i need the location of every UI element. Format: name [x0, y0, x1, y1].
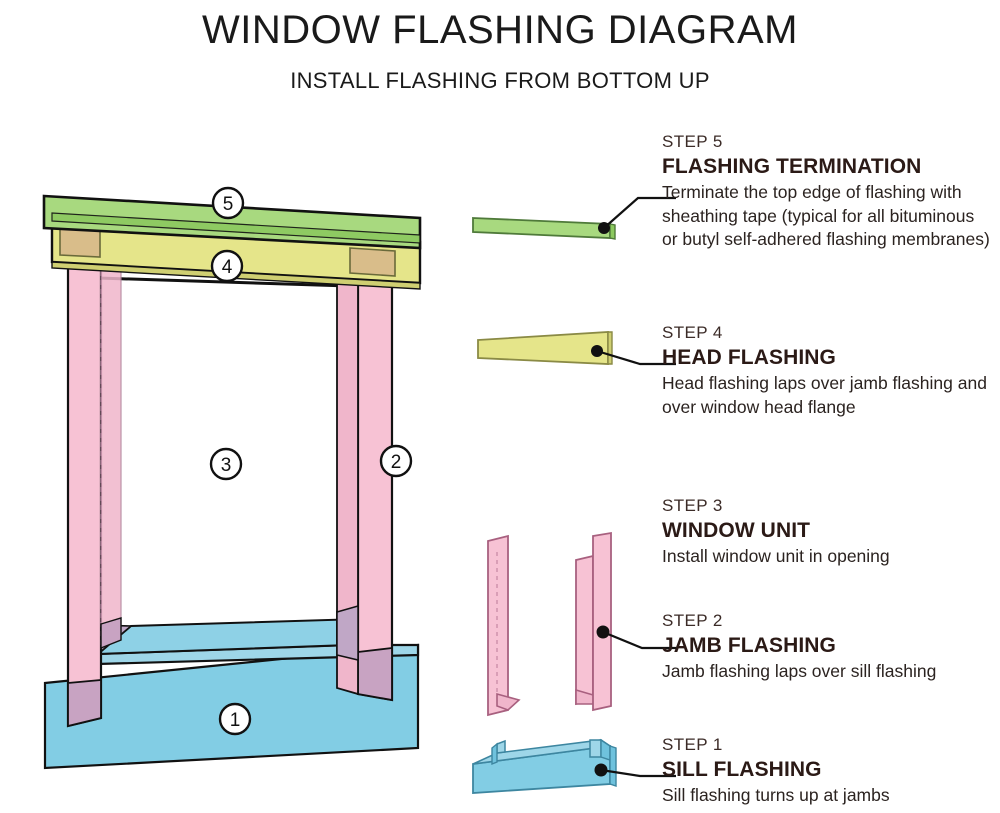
page-title: WINDOW FLASHING DIAGRAM: [202, 8, 798, 52]
step-4-title: HEAD FLASHING: [662, 346, 836, 369]
step-block-3: STEP 3 WINDOW UNIT Install window unit i…: [662, 495, 994, 569]
step-2-desc: Jamb flashing laps over sill flashing: [662, 661, 937, 681]
step-3-title: WINDOW UNIT: [662, 519, 811, 542]
callout-2-label: 2: [391, 452, 402, 473]
step-block-1: STEP 1 SILL FLASHING Sill flashing turns…: [662, 734, 994, 808]
callout-3[interactable]: 3: [209, 447, 243, 481]
callout-1[interactable]: 1: [218, 702, 252, 736]
step-4-kicker: STEP 4: [662, 323, 723, 342]
step-3-desc: Install window unit in opening: [662, 546, 890, 566]
page-subtitle: INSTALL FLASHING FROM BOTTOM UP: [290, 68, 710, 93]
step-block-2: STEP 2 JAMB FLASHING Jamb flashing laps …: [662, 610, 1000, 684]
callout-5[interactable]: 5: [211, 186, 245, 220]
jamb-flashing-left: [66, 252, 122, 728]
jamb-flashing-part: [575, 531, 612, 712]
leader-line-step5: [598, 196, 676, 234]
window-unit-part: [487, 534, 521, 717]
leader-line-step4: [591, 345, 676, 366]
callout-2[interactable]: 2: [379, 444, 413, 478]
step-1-desc: Sill flashing turns up at jambs: [662, 785, 890, 805]
leader-line-step1: [594, 763, 676, 778]
step-5-kicker: STEP 5: [662, 132, 723, 151]
step-4-desc: Head flashing laps over jamb flashing an…: [662, 373, 987, 417]
step-5-title: FLASHING TERMINATION: [662, 155, 922, 178]
callout-3-label: 3: [221, 455, 232, 476]
leader-line-step2: [596, 625, 676, 650]
step-block-5: STEP 5 FLASHING TERMINATION Terminate th…: [662, 131, 994, 252]
callout-5-label: 5: [223, 194, 234, 215]
step-2-kicker: STEP 2: [662, 611, 723, 630]
callout-4[interactable]: 4: [210, 249, 244, 283]
step-5-desc: Terminate the top edge of flashing with …: [662, 182, 990, 249]
termination-tape-strip: [472, 217, 616, 240]
step-1-kicker: STEP 1: [662, 735, 723, 754]
sill-flashing-part: [472, 738, 617, 794]
callout-4-label: 4: [222, 257, 233, 278]
termination-tape-assembly: [42, 194, 422, 250]
step-1-title: SILL FLASHING: [662, 758, 822, 781]
step-3-kicker: STEP 3: [662, 496, 723, 515]
callout-1-label: 1: [230, 710, 241, 731]
jamb-flashing-right: [336, 260, 394, 702]
step-2-title: JAMB FLASHING: [662, 634, 836, 657]
step-block-4: STEP 4 HEAD FLASHING Head flashing laps …: [662, 322, 994, 419]
